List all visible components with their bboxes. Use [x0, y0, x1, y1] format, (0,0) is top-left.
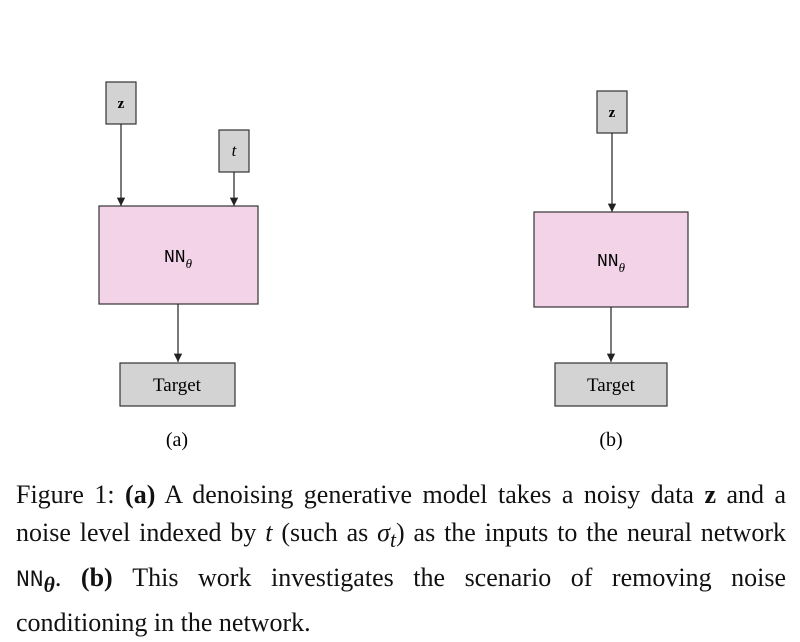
- panel-a-input-t-label: t: [232, 141, 238, 160]
- caption-sigma: σ: [377, 518, 390, 547]
- panel-b-network-box: [533, 211, 689, 308]
- caption-text-6: This work investigates the scenario of r…: [16, 563, 786, 638]
- panel-b-input-z-label: z: [609, 105, 616, 121]
- panel-a-output-box: [119, 362, 236, 407]
- panel-b: z NNθ Target (b): [533, 90, 689, 451]
- caption-nn: NN: [16, 567, 44, 594]
- panel-a: z t NNθ Target (a): [98, 81, 259, 451]
- panel-a-network-label: NNθ: [164, 248, 193, 271]
- caption-text-1: A denoising generative model takes a noi…: [155, 480, 705, 509]
- panel-b-output-box: [554, 362, 668, 407]
- panel-b-caption-label: (b): [599, 429, 622, 451]
- figure-caption: Figure 1: (a) A denoising generative mod…: [16, 476, 786, 642]
- diagram-canvas: z t NNθ Target (a) z NNθ: [98, 81, 689, 451]
- panel-a-network-box: [98, 205, 259, 305]
- caption-z: z: [704, 480, 716, 509]
- panel-a-output-label: Target: [153, 375, 202, 396]
- caption-text-5: .: [54, 563, 81, 593]
- panel-a-input-z-label: z: [118, 96, 125, 112]
- panel-b-input-z-box: [596, 90, 628, 134]
- panel-b-network-label: NNθ: [597, 252, 626, 275]
- panel-a-input-z-box: [105, 81, 137, 125]
- panel-b-output-label: Target: [587, 375, 636, 396]
- caption-tag-a: (a): [125, 480, 156, 509]
- caption-sigma-sub: t: [389, 528, 396, 553]
- caption-tag-b: (b): [80, 563, 113, 593]
- caption-t: t: [265, 518, 273, 547]
- caption-prefix: Figure 1:: [16, 480, 126, 509]
- caption-text-3: (such as: [272, 518, 378, 547]
- caption-nn-sub: θ: [43, 573, 55, 598]
- panel-a-caption-label: (a): [166, 429, 188, 451]
- caption-text-4: ) as the inputs to the neural network: [396, 518, 786, 547]
- caption-text-2: and a noise level indexed by: [16, 480, 786, 547]
